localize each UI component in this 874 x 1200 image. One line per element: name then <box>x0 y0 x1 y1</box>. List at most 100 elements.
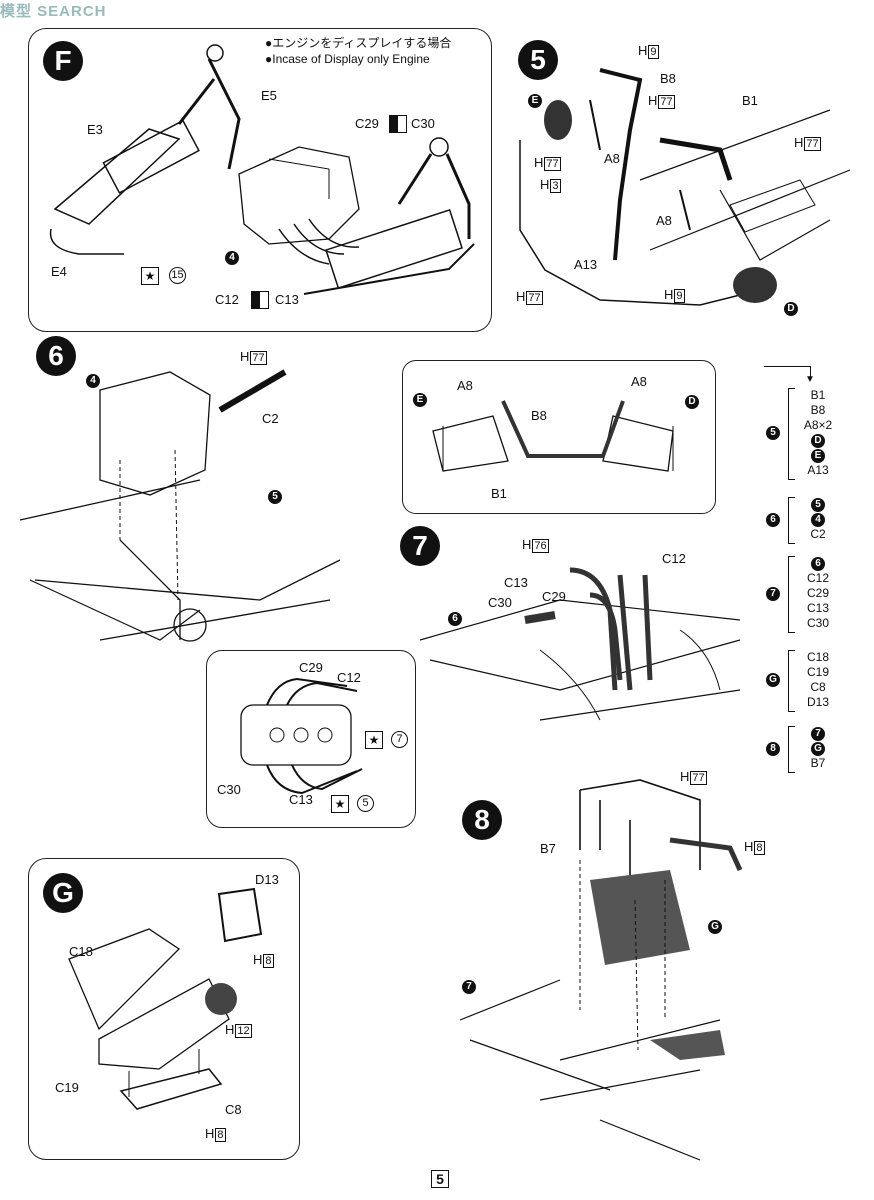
detail-suspension-drawing <box>432 400 674 472</box>
label-b8: B8 <box>531 408 547 423</box>
sequence-part: C2 <box>810 527 826 541</box>
frame-ref-badge: 7 <box>462 978 476 996</box>
label-c8: C8 <box>225 1102 242 1117</box>
watermark-logo: 模型 SEARCH <box>0 3 107 20</box>
paint-ref-circle: 5 <box>357 795 374 812</box>
step-g-badge: G <box>43 873 83 913</box>
step-7-badge: 7 <box>400 526 440 566</box>
sequence-arrow <box>764 366 811 379</box>
sequence-part: B8 <box>810 403 826 417</box>
label-c13: C13 <box>275 292 299 307</box>
panel-f: F ●エンジンをディスプレイする場合 ●Incase of Display on… <box>28 28 492 332</box>
label-a8-a: A8 <box>604 151 620 166</box>
note-en: ●Incase of Display only Engine <box>265 52 430 66</box>
star-icon: ★ <box>141 267 159 285</box>
detail-exhaust-box: C29 C12 C30 C13 ★ 7 ★ 5 <box>206 650 416 828</box>
part-d-badge: D <box>784 300 798 318</box>
sequence-part: D13 <box>806 695 829 709</box>
label-e5: E5 <box>261 88 277 103</box>
arrow-down-icon: ▼ <box>805 374 815 385</box>
sequence-step-badge: 6 <box>766 512 780 527</box>
part-e-badge: E <box>528 92 542 110</box>
sequence-bracket <box>788 556 795 633</box>
label-b7: B7 <box>540 841 556 856</box>
label-c13: C13 <box>504 575 528 590</box>
label-c12: C12 <box>215 292 239 307</box>
label-c30: C30 <box>488 595 512 610</box>
step-5-badge: 5 <box>518 40 558 80</box>
sequence-step-badge: G <box>766 673 780 687</box>
sequence-part: A13 <box>807 463 829 477</box>
sequence-part: 4 <box>798 512 838 527</box>
label-c29: C29 <box>542 589 566 604</box>
engine-ref-badge: 4 <box>86 372 100 390</box>
label-a13: A13 <box>574 257 598 272</box>
paint-ref-circle: 15 <box>169 267 186 284</box>
sequence-step-badge: 5 <box>766 426 780 440</box>
label-e4: E4 <box>51 264 67 279</box>
assembly-g-badge: G <box>708 918 722 936</box>
label-c29: C29 <box>299 660 323 675</box>
half-color-icon <box>251 291 269 309</box>
sequence-part: C18 <box>806 650 829 664</box>
sequence-part: C29 <box>806 586 829 600</box>
step-f-badge: F <box>43 41 83 81</box>
step-6-badge: 6 <box>36 336 76 376</box>
label-a8-b: A8 <box>656 213 672 228</box>
sequence-part: C12 <box>806 571 829 585</box>
sequence-part: A8×2 <box>803 418 833 432</box>
panel-f-drawing <box>49 44 475 295</box>
step-8-badge: 8 <box>462 800 502 840</box>
panel-g-drawing <box>68 887 263 1110</box>
label-c29: C29 <box>355 116 379 131</box>
sequence-part: C30 <box>806 616 829 630</box>
label-b1: B1 <box>742 93 758 108</box>
sequence-part: 7 <box>798 726 838 741</box>
sequence-bracket <box>788 726 795 773</box>
label-a8-left: A8 <box>457 378 473 393</box>
label-c12: C12 <box>662 551 686 566</box>
page-number: 5 <box>431 1170 449 1188</box>
label-c19: C19 <box>55 1080 79 1095</box>
sequence-bracket <box>788 650 795 712</box>
label-c12: C12 <box>337 670 361 685</box>
sequence-step-badge: 8 <box>766 741 780 756</box>
frame-ref-badge: 6 <box>448 610 462 628</box>
label-c13: C13 <box>289 792 313 807</box>
paint-ref-circle: 7 <box>391 731 408 748</box>
sequence-bracket <box>788 388 795 480</box>
sequence-part: E <box>798 448 838 463</box>
part-e-badge: E <box>413 391 427 409</box>
engine-ref-badge: 4 <box>225 249 239 267</box>
label-c30: C30 <box>217 782 241 797</box>
part-d-badge: D <box>685 393 699 411</box>
label-a8-right: A8 <box>631 374 647 389</box>
label-b1: B1 <box>491 486 507 501</box>
star-icon: ★ <box>365 731 383 749</box>
sequence-part: G <box>798 741 838 756</box>
label-c18: C18 <box>69 944 93 959</box>
sequence-part: C19 <box>806 665 829 679</box>
star-icon: ★ <box>331 795 349 813</box>
half-color-icon <box>389 115 407 133</box>
detail-exhaust-drawing <box>240 677 363 795</box>
